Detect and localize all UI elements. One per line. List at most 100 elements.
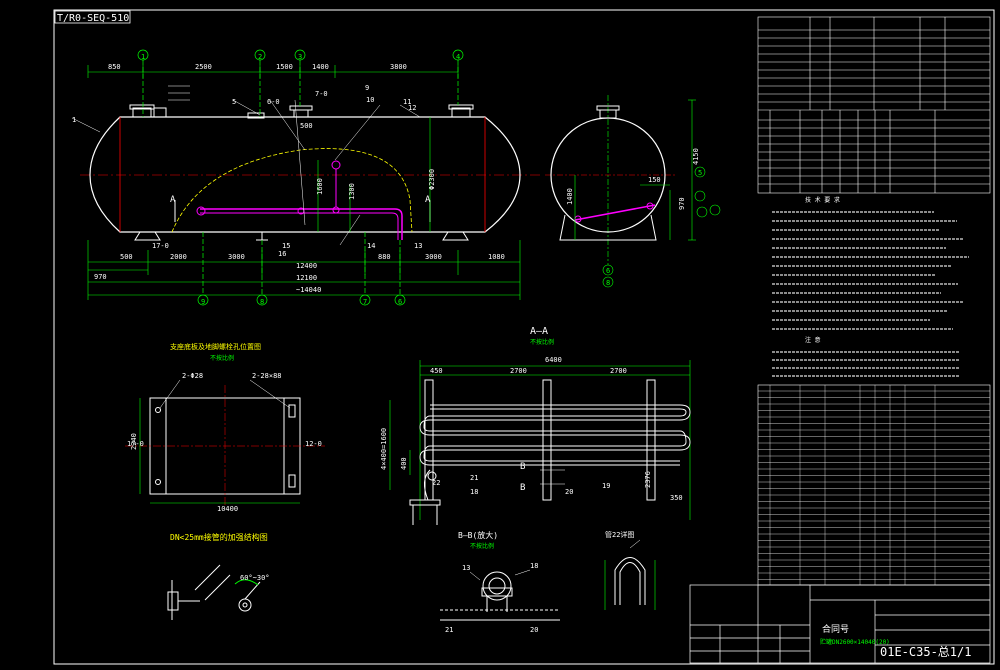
dim-970: 970 <box>94 273 107 281</box>
aa-label-22: 22 <box>432 479 440 487</box>
tech-notes-lines <box>772 211 969 377</box>
support-hole-1: 2-Φ28 <box>182 372 203 380</box>
main-vessel-view <box>71 85 540 246</box>
part-label-15: 15 <box>282 242 290 250</box>
vessel-shell <box>89 116 521 233</box>
support-detail-title: 支座底板及地脚螺栓孔位置图 <box>170 343 261 351</box>
support-label-12: 12-0 <box>305 440 322 448</box>
grid-circle-8 <box>256 294 268 306</box>
part-label-6-0: 6-0 <box>267 98 280 106</box>
aa-label-21: 21 <box>470 474 478 482</box>
coil-support-2 <box>332 206 340 214</box>
drawing-code: T/R0-SEQ-510 <box>57 13 130 24</box>
grid-circle-6 <box>394 294 406 306</box>
support-plate-detail <box>125 379 325 505</box>
dim-12100: 12100 <box>296 274 317 282</box>
dim-2300: Φ2300 <box>428 169 436 190</box>
part-label-10: 10 <box>366 96 374 104</box>
weld-detail-title: DN<25mm接管的加强结构图 <box>170 533 268 542</box>
dim-bottom-1: 2000 <box>170 253 187 261</box>
part-label-1: 1 <box>72 116 76 124</box>
aa-label-18: 18 <box>470 488 478 496</box>
nozzle-3-flange <box>289 105 313 111</box>
section-bb-title: B—B(放大) <box>458 531 499 540</box>
support-label-17: 17-0 <box>127 440 144 448</box>
dim-top-1: 2500 <box>195 63 212 71</box>
title-block-name: 贮罐DN2600×14040(20) <box>820 639 890 646</box>
dim-1300: 1300 <box>348 183 356 200</box>
support-dim-height: 2240 <box>130 433 138 450</box>
dim-12400: 12400 <box>296 262 317 270</box>
right-tables <box>757 16 991 586</box>
nozzle-1 <box>132 107 152 118</box>
bb-label-18: 18 <box>530 562 538 570</box>
grid-label-2: 2 <box>258 53 262 61</box>
code-box <box>54 10 131 24</box>
coil-end-left <box>196 206 206 216</box>
end-grid-label-8: 8 <box>606 279 610 287</box>
bb-label-21: 21 <box>445 626 453 634</box>
drawing-number: 01E-C35-总1/1 <box>880 645 972 659</box>
dim-top-3: 1400 <box>312 63 329 71</box>
u-bolt-detail-title: 管22详图 <box>605 531 635 539</box>
support-dim-width: 10400 <box>217 505 238 513</box>
dim-970-end: 970 <box>678 197 686 210</box>
grid-circle-9 <box>197 294 209 306</box>
dim-1400: 1400 <box>566 188 574 205</box>
grid-circle-3 <box>294 49 306 61</box>
grid-label-7: 7 <box>363 298 367 306</box>
aa-b-mark-bottom: B <box>520 483 525 493</box>
nozzle-1-flange <box>129 104 155 110</box>
part-label-7-0: 7-0 <box>315 90 328 98</box>
heating-coil-inner <box>200 212 399 240</box>
aa-dim-0: 450 <box>430 367 443 375</box>
grid-label-9: 9 <box>201 298 205 306</box>
grid-circle-2 <box>254 49 266 61</box>
dim-14040: ~14040 <box>296 286 321 294</box>
aa-label-20: 20 <box>565 488 573 496</box>
bb-label-13: 13 <box>462 564 470 572</box>
dim-500: 500 <box>300 122 313 130</box>
heating-coil <box>200 208 403 240</box>
part-label-14: 14 <box>367 242 375 250</box>
dim-bottom-2: 3000 <box>228 253 245 261</box>
nozzle-4 <box>451 107 471 118</box>
aa-dim-1: 2700 <box>510 367 527 375</box>
weld-angle: 60°~30° <box>240 574 270 582</box>
part-label-9: 9 <box>365 84 369 92</box>
aa-dim-350: 350 <box>670 494 683 502</box>
aa-label-19: 19 <box>602 482 610 490</box>
internal-curve <box>171 148 413 233</box>
end-view <box>545 95 721 288</box>
dim-top-0: 850 <box>108 63 121 71</box>
thermowell <box>331 160 341 170</box>
aa-b-mark-top: B <box>520 462 525 472</box>
support-detail-subtitle: 不按比例 <box>210 355 235 362</box>
part-label-16: 16 <box>278 250 286 258</box>
part-label-12: 12 <box>408 104 416 112</box>
end-saddle <box>559 214 657 241</box>
main-grid-markers <box>137 49 464 306</box>
part-label-13: 13 <box>414 242 422 250</box>
notes-title: 注 意 <box>805 337 821 344</box>
aa-dim-left: 4×400=1600 <box>380 428 388 470</box>
part-label-5: 5 <box>232 98 236 106</box>
aa-dim-2: 2700 <box>610 367 627 375</box>
section-aa-title: A—A <box>530 326 549 337</box>
tech-requirements-title: 技 术 要 求 <box>805 197 840 204</box>
parts-list-rows <box>758 385 990 585</box>
grid-label-1: 1 <box>141 53 145 61</box>
saddle-right <box>442 231 469 241</box>
drawing-border <box>53 9 995 665</box>
support-hole-2: 2-28×88 <box>252 372 282 380</box>
dim-4150: 4150 <box>692 148 700 165</box>
part-label-11: 11 <box>403 98 411 106</box>
dim-1600: 1600 <box>316 178 324 195</box>
end-coil <box>574 204 656 221</box>
grid-circle-7 <box>359 294 371 306</box>
section-bb <box>440 569 560 621</box>
grid-circle-4 <box>452 49 464 61</box>
grid-label-6: 6 <box>398 298 402 306</box>
end-grid-label-5: 5 <box>698 169 702 177</box>
